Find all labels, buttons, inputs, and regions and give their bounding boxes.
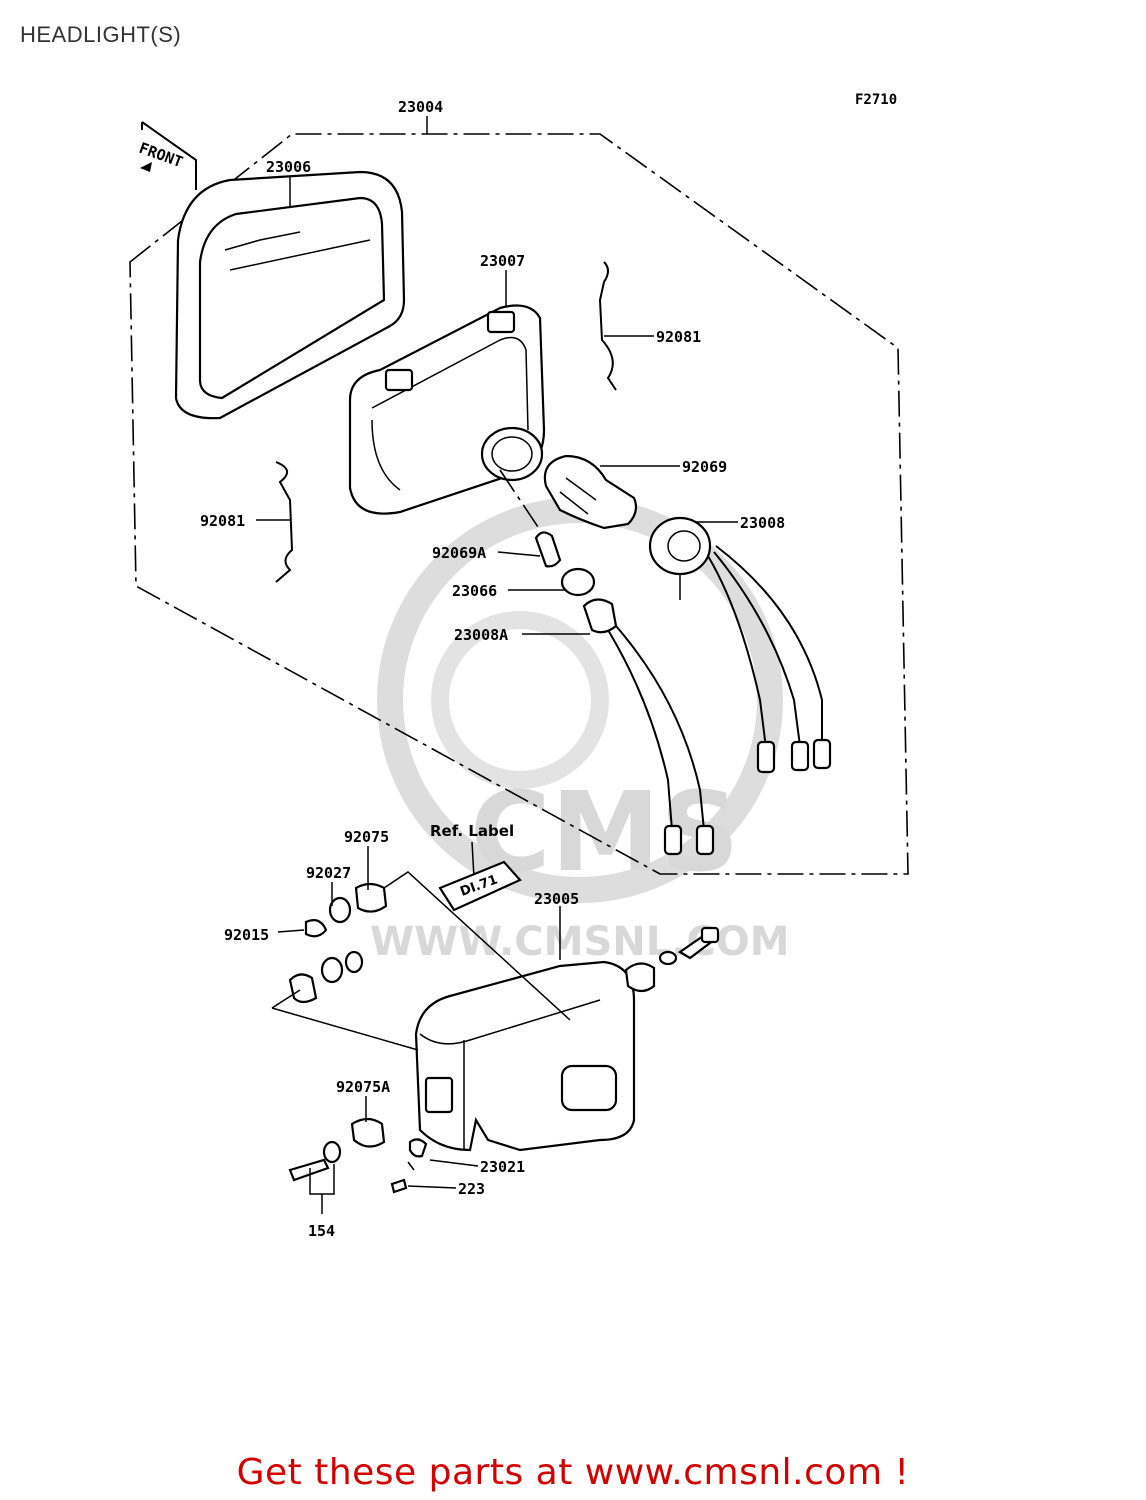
part-label-23005: 23005 [534,890,579,908]
part-label-223: 223 [458,1180,485,1198]
part-label-92069A: 92069A [432,544,486,562]
bulb-socket-with-wires [648,516,832,774]
spring-clip-top [598,261,617,391]
part-label-92075A: 92075A [336,1078,390,1096]
part-label-23021: 23021 [480,1158,525,1176]
part-label-23004: 23004 [398,98,443,116]
ref-label-caption: Ref. Label [430,822,514,840]
part-label-92075: 92075 [344,828,389,846]
pilot-socket-with-wires [582,598,715,856]
part-label-154: 154 [308,1222,335,1240]
main-bulb [543,454,638,530]
assembly-outline [129,116,909,875]
reference-label: Ref. Label DI.71 [430,822,522,912]
part-labels: 23004 23006 23007 92081 92069 92081 2300… [200,98,785,1240]
pilot-bulb [499,469,562,568]
part-label-92081-left: 92081 [200,512,245,530]
page-title: HEADLIGHT(S) [20,22,182,47]
mount-hardware-left [271,871,571,1051]
part-label-23006: 23006 [266,158,311,176]
part-label-23008: 23008 [740,514,785,532]
figure-code: F2710 [855,92,897,108]
parts-diagram: CMS WWW.CMSNL.COM F2710 FRONT [129,92,909,1240]
part-label-92081-top: 92081 [656,328,701,346]
watermark-url: WWW.CMSNL.COM [370,919,790,965]
part-label-92069: 92069 [682,458,727,476]
headlight-rim [174,170,406,420]
part-label-23007: 23007 [480,252,525,270]
part-label-92015: 92015 [224,926,269,944]
mount-hardware-bottom [288,1117,428,1214]
spring-clip-left [275,461,294,583]
mount-hardware-right [624,926,720,993]
headlight-unit [348,304,546,515]
promo-link-text[interactable]: Get these parts at www.cmsnl.com ! [236,1452,910,1493]
headlight-housing [414,960,636,1152]
front-marker: FRONT [137,121,197,190]
part-label-23066: 23066 [452,582,497,600]
leader-lines [256,176,738,1189]
part-label-92027: 92027 [306,864,351,882]
pilot-socket-grommet [560,567,596,597]
part-label-23008A: 23008A [454,626,508,644]
